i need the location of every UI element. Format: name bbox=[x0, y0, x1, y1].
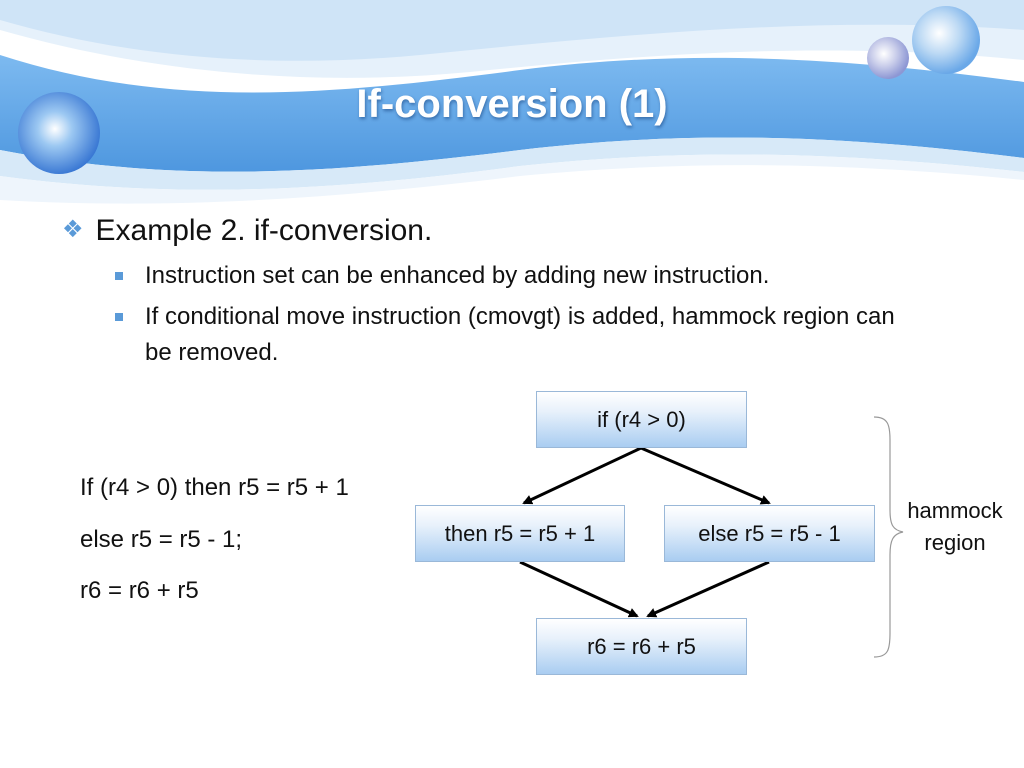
node-else: else r5 = r5 - 1 bbox=[664, 505, 875, 562]
node-merge: r6 = r6 + r5 bbox=[536, 618, 747, 675]
square-bullet-icon bbox=[115, 272, 123, 280]
edge-cond-to-then bbox=[522, 446, 642, 505]
code-line-1: If (r4 > 0) then r5 = r5 + 1 bbox=[80, 474, 349, 501]
header-banner bbox=[0, 0, 1024, 204]
edge-cond-to-else bbox=[640, 446, 771, 505]
sub-bullet-2: If conditional move instruction (cmovgt)… bbox=[115, 299, 905, 371]
slide-title: If-conversion (1) bbox=[356, 82, 668, 126]
edge-else-to-merge bbox=[646, 560, 770, 618]
hammock-region-label: hammock region bbox=[907, 498, 1003, 555]
code-line-2: else r5 = r5 - 1; bbox=[80, 526, 243, 553]
sub-bullet-1-text: Instruction set can be enhanced by addin… bbox=[145, 262, 770, 289]
node-then: then r5 = r5 + 1 bbox=[415, 505, 625, 562]
code-line-3: r6 = r6 + r5 bbox=[80, 577, 199, 604]
bullet-main: ❖ Example 2. if-conversion. bbox=[62, 214, 432, 248]
node-condition: if (r4 > 0) bbox=[536, 391, 747, 448]
sub-bullet-1: Instruction set can be enhanced by addin… bbox=[115, 258, 925, 294]
sub-bullet-2-text: If conditional move instruction (cmovgt)… bbox=[145, 303, 895, 366]
bullet-main-text: Example 2. if-conversion. bbox=[95, 214, 433, 247]
square-bullet-icon bbox=[115, 313, 123, 321]
diamond-bullet-icon: ❖ bbox=[62, 216, 84, 243]
edge-then-to-merge bbox=[519, 560, 639, 618]
